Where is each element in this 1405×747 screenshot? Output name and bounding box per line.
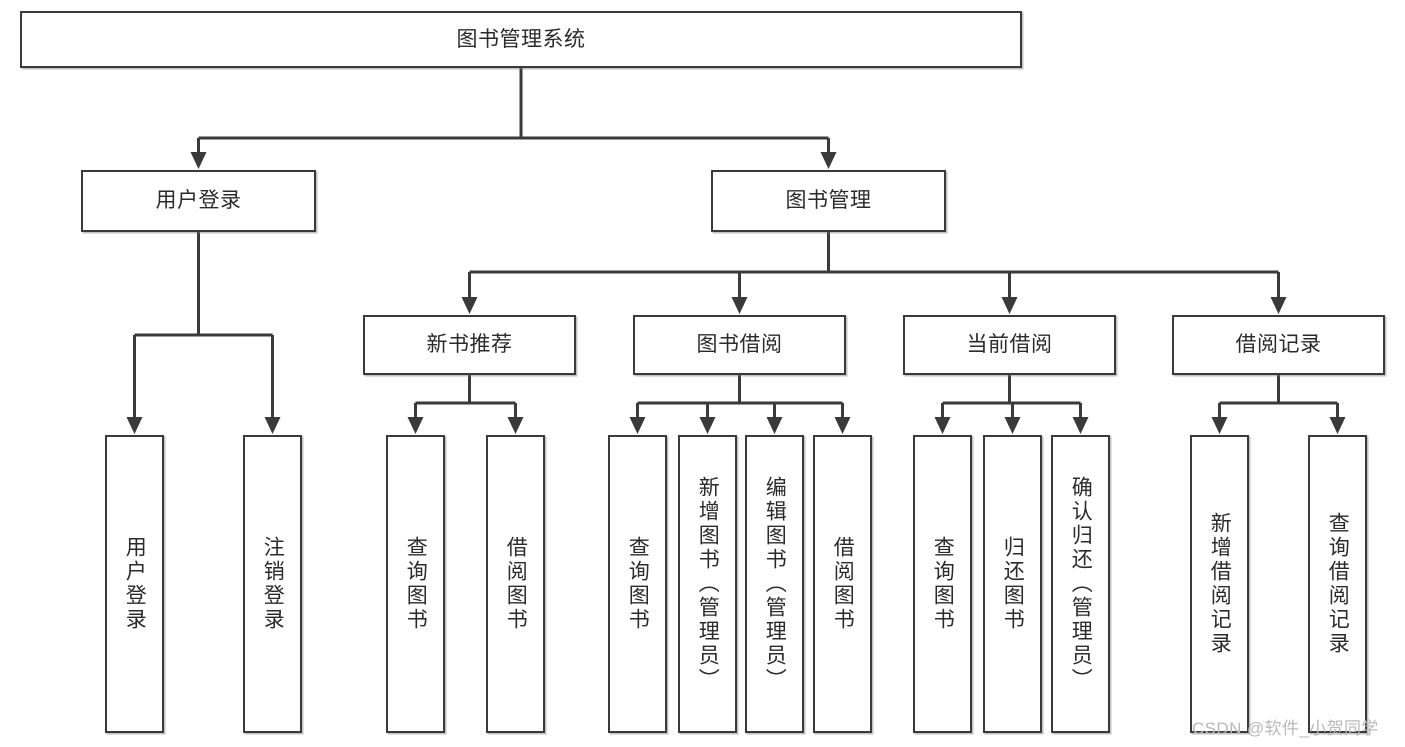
arrowhead-icon	[407, 417, 424, 434]
node-borrow[interactable]: 图书借阅	[633, 315, 846, 375]
node-label: 查询图书	[626, 536, 650, 632]
node-l_qbook2[interactable]: 查询图书	[608, 435, 667, 733]
watermark: CSDN @软件_小贺同学	[1192, 719, 1379, 738]
arrowhead-icon	[507, 417, 524, 434]
node-label: 借阅图书	[831, 536, 855, 632]
node-label: 新增图书（管理员）	[696, 476, 720, 692]
node-l_qbook1[interactable]: 查询图书	[386, 435, 445, 733]
node-label: 图书管理	[785, 189, 872, 213]
node-label: 新书推荐	[426, 333, 513, 357]
node-label: 查询图书	[931, 536, 955, 632]
node-l_bbook1[interactable]: 借阅图书	[486, 435, 545, 733]
arrowhead-icon	[264, 417, 281, 434]
arrowhead-icon	[1329, 417, 1346, 434]
node-label: 确认归还（管理员）	[1069, 476, 1093, 692]
arrowhead-icon	[1270, 297, 1287, 314]
arrowhead-icon	[461, 297, 478, 314]
node-root[interactable]: 图书管理系统	[20, 11, 1022, 68]
node-l_qbook3[interactable]: 查询图书	[913, 435, 972, 733]
node-label: 当前借阅	[966, 333, 1053, 357]
arrowhead-icon	[766, 417, 783, 434]
arrowhead-icon	[1211, 417, 1228, 434]
node-l_bbook2[interactable]: 借阅图书	[813, 435, 872, 733]
node-label: 注销登录	[261, 536, 285, 632]
node-l_addbook[interactable]: 新增图书（管理员）	[678, 435, 737, 733]
node-l_logout[interactable]: 注销登录	[243, 435, 302, 733]
node-newbook[interactable]: 新书推荐	[363, 315, 576, 375]
arrowhead-icon	[126, 417, 143, 434]
node-label: 图书管理系统	[456, 27, 586, 51]
node-l_login[interactable]: 用户登录	[105, 435, 164, 733]
node-label: 图书借阅	[696, 333, 783, 357]
arrowhead-icon	[834, 417, 851, 434]
node-bookmgr[interactable]: 图书管理	[711, 170, 946, 232]
node-l_editbook[interactable]: 编辑图书（管理员）	[745, 435, 804, 733]
node-label: 归还图书	[1001, 536, 1025, 632]
arrowhead-icon	[190, 152, 207, 169]
node-label: 用户登录	[123, 536, 147, 632]
arrowhead-icon	[820, 152, 837, 169]
node-l_qrec[interactable]: 查询借阅记录	[1308, 435, 1367, 733]
arrowhead-icon	[1001, 297, 1018, 314]
arrowhead-icon	[629, 417, 646, 434]
node-label: 查询图书	[404, 536, 428, 632]
node-label: 新增借阅记录	[1208, 512, 1232, 656]
arrowhead-icon	[731, 297, 748, 314]
node-current[interactable]: 当前借阅	[903, 315, 1116, 375]
node-l_return[interactable]: 归还图书	[983, 435, 1042, 733]
node-label: 编辑图书（管理员）	[763, 476, 787, 692]
arrowhead-icon	[934, 417, 951, 434]
node-l_confirm[interactable]: 确认归还（管理员）	[1051, 435, 1110, 733]
node-l_addrec[interactable]: 新增借阅记录	[1190, 435, 1249, 733]
node-label: 借阅图书	[504, 536, 528, 632]
node-label: 查询借阅记录	[1326, 512, 1350, 656]
node-label: 用户登录	[155, 189, 242, 213]
node-label: 借阅记录	[1235, 333, 1322, 357]
arrowhead-icon	[699, 417, 716, 434]
arrowhead-icon	[1004, 417, 1021, 434]
node-login[interactable]: 用户登录	[81, 170, 316, 232]
arrowhead-icon	[1072, 417, 1089, 434]
node-records[interactable]: 借阅记录	[1172, 315, 1385, 375]
